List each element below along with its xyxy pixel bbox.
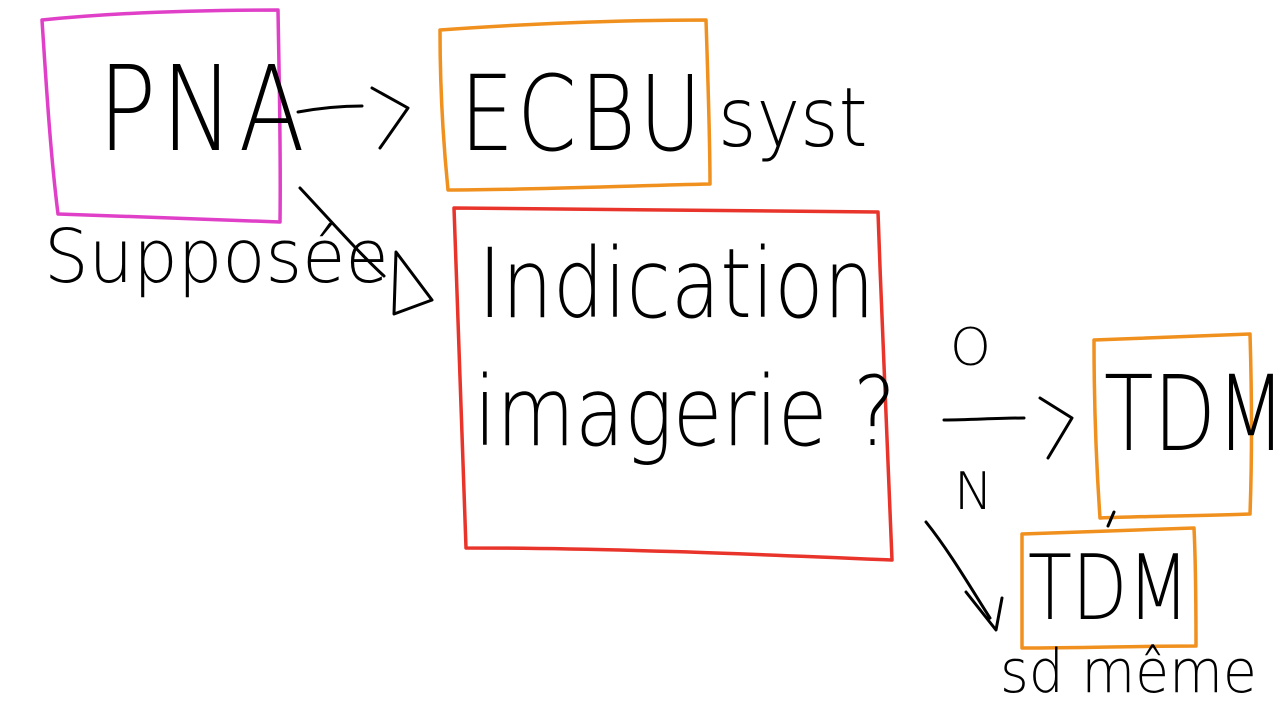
yes-edge-label: O: [950, 318, 991, 378]
pna-note: Supposée: [44, 214, 389, 300]
pna-box: [40, 8, 283, 224]
arrow-to-tdm-no: [924, 520, 1004, 632]
ecbu-box: [438, 18, 712, 192]
tdm-no-accent: [1106, 510, 1116, 528]
ecbu-label: ECBU: [460, 53, 705, 175]
arrow-to-tdm-yes: [942, 396, 1074, 460]
tdm-yes-box: [1092, 332, 1254, 520]
tdm-no-box: [1020, 526, 1198, 650]
arrow-pna-ecbu: [296, 86, 410, 150]
indication-line2: imagerie ?: [474, 356, 896, 468]
no-edge-label: N: [954, 462, 993, 522]
indication-box: [452, 206, 894, 562]
indication-line1: Indication: [478, 228, 875, 340]
pna-label: PNA: [98, 40, 310, 178]
tdm-yes-label: TDM: [1104, 353, 1280, 475]
tdm-no-label: TDM: [1028, 536, 1190, 641]
ecbu-note: syst: [718, 71, 868, 166]
arrow-pna-indication: [298, 186, 434, 316]
tdm-no-note: sd même .: [1000, 637, 1280, 707]
